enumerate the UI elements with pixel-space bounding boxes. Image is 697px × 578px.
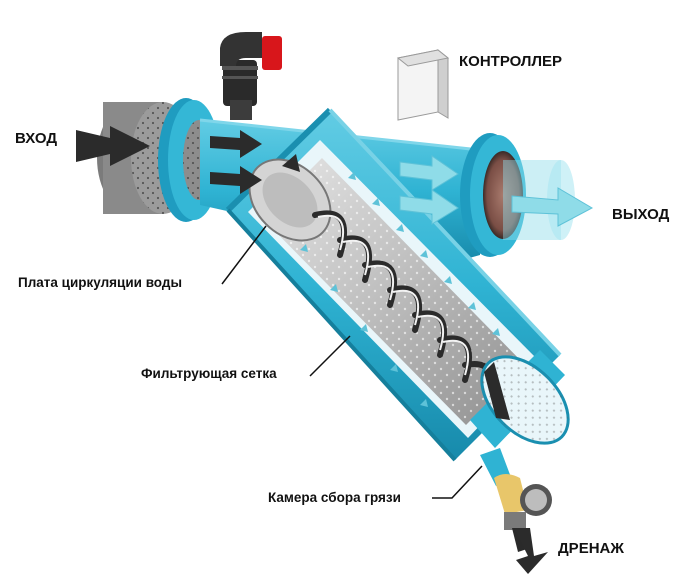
- circulation-plate: [248, 158, 332, 242]
- dirt-chamber: [470, 350, 570, 448]
- controller-label: КОНТРОЛЛЕР: [459, 53, 562, 70]
- spiral-highlights: [317, 214, 470, 376]
- inlet-label: ВХОД: [15, 130, 58, 147]
- inlet-arrow-icon: [76, 126, 150, 166]
- filter-mesh-label: Фильтрующая сетка: [141, 366, 277, 381]
- mesh-flow-arrows: [300, 172, 500, 407]
- outlet-label: ВЫХОД: [612, 206, 670, 223]
- leader-lines: [221, 225, 483, 499]
- controller-box: [396, 48, 450, 121]
- drain-valve-icon: [480, 448, 552, 552]
- dirt-chamber-label: Камера сбора грязи: [268, 490, 401, 505]
- drain-label: ДРЕНАЖ: [558, 540, 624, 557]
- air-valve-icon: [220, 32, 282, 120]
- drain-arrow-icon: [514, 528, 548, 574]
- dark-flow-arrows: [210, 130, 510, 420]
- outlet-arrow-icon: [399, 155, 594, 227]
- circulation-plate-label: Плата циркуляции воды: [18, 275, 182, 290]
